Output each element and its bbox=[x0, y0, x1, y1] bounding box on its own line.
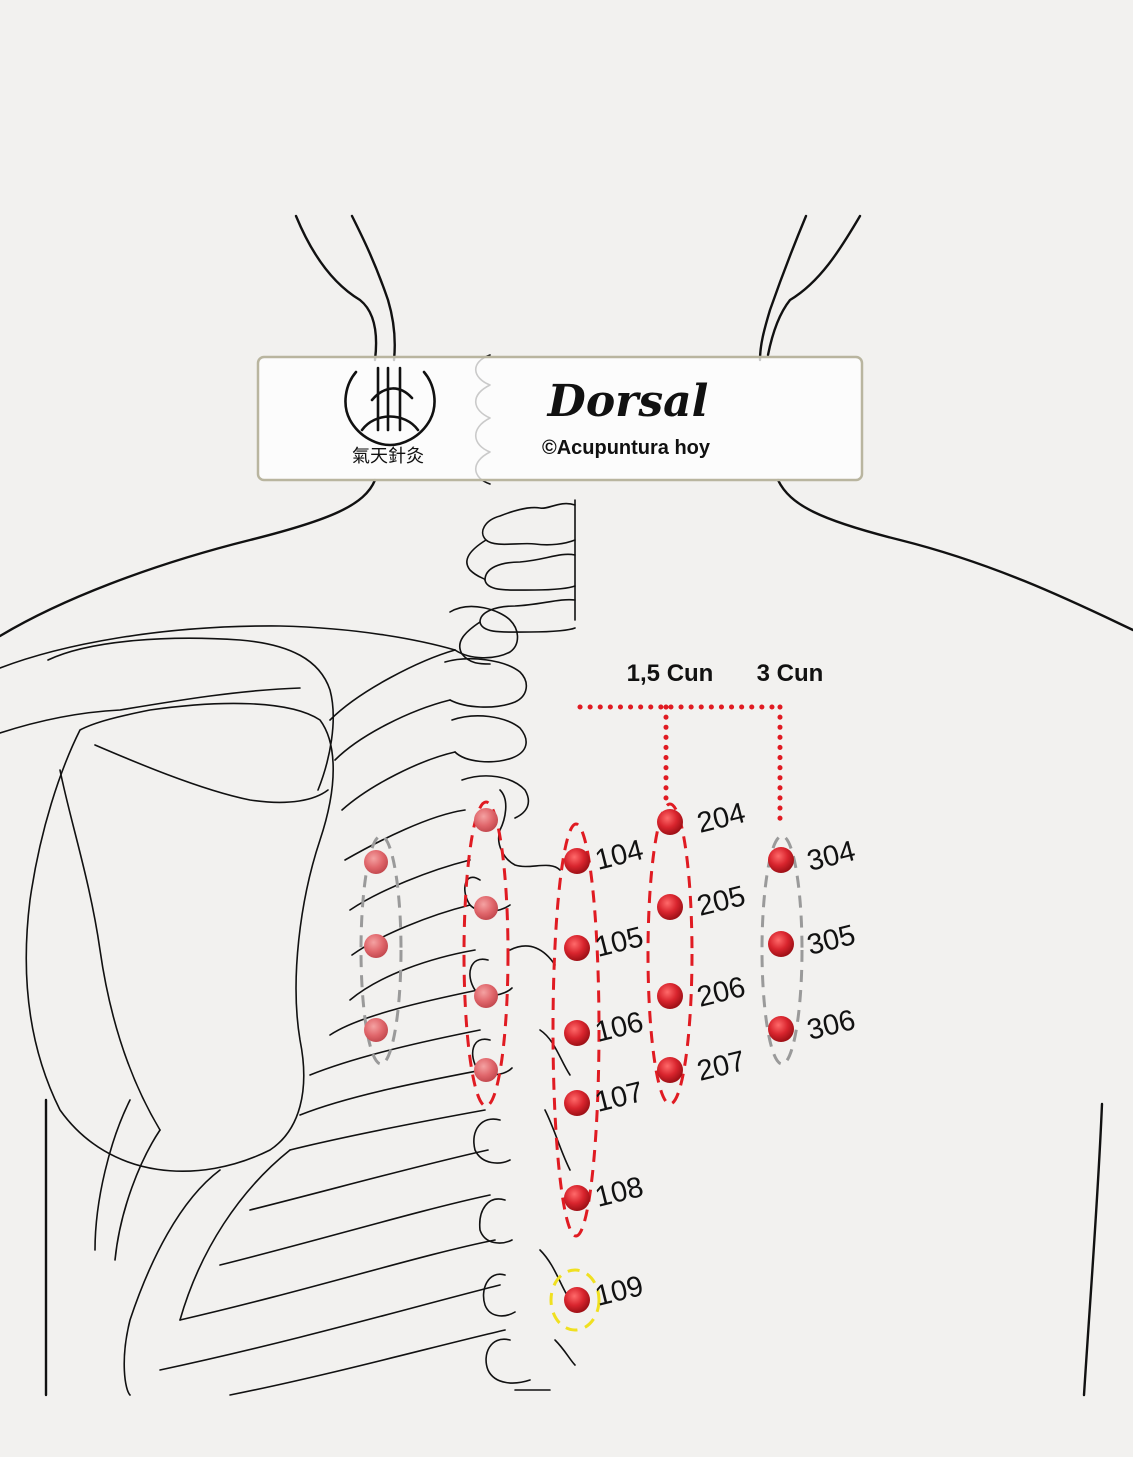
measure-label-1-5-cun: 1,5 Cun bbox=[627, 660, 714, 687]
guide-ellipse-gray-mirror bbox=[359, 834, 403, 1066]
mirror-point bbox=[474, 984, 498, 1008]
mirror-point bbox=[474, 808, 498, 832]
skeleton bbox=[0, 354, 576, 1396]
acupoint-marker[interactable] bbox=[564, 1020, 590, 1046]
guide-ellipse-gray-300 bbox=[760, 834, 804, 1066]
acupoint-marker[interactable] bbox=[564, 1287, 590, 1313]
guide-ellipse-red-mirror bbox=[462, 800, 510, 1108]
acupoint-marker[interactable] bbox=[657, 1057, 683, 1083]
guide-ellipse-red-200 bbox=[646, 802, 694, 1106]
mirror-point bbox=[364, 1018, 388, 1042]
logo-caption: 氣天針灸 bbox=[352, 446, 424, 467]
guide-ellipses bbox=[359, 800, 804, 1332]
body-outline bbox=[0, 214, 1133, 1397]
acupuncture-logo-icon bbox=[344, 366, 436, 447]
acupoint-marker[interactable] bbox=[657, 894, 683, 920]
page-title: Dorsal bbox=[546, 376, 709, 427]
header-box: 氣天針灸 Dorsal ©Acupuntura hoy bbox=[256, 355, 864, 482]
acupoint-marker[interactable] bbox=[564, 1185, 590, 1211]
acupoint-marker[interactable] bbox=[564, 848, 590, 874]
acupoint-marker[interactable] bbox=[768, 931, 794, 957]
copyright: ©Acupuntura hoy bbox=[542, 437, 711, 459]
mirror-point bbox=[474, 1058, 498, 1082]
acupoint-marker[interactable] bbox=[564, 1090, 590, 1116]
mirror-point bbox=[364, 934, 388, 958]
acupoint-306[interactable]: 306 bbox=[768, 1004, 859, 1047]
mirror-point bbox=[474, 896, 498, 920]
measure-label-3-cun: 3 Cun bbox=[757, 660, 824, 687]
measure-lines bbox=[577, 704, 783, 825]
guide-ellipse-red-100 bbox=[551, 822, 601, 1238]
acupoint-marker[interactable] bbox=[768, 847, 794, 873]
acupoint-marker[interactable] bbox=[657, 809, 683, 835]
acupoint-marker[interactable] bbox=[768, 1016, 794, 1042]
acupoint-marker[interactable] bbox=[657, 983, 683, 1009]
mirror-points bbox=[364, 808, 498, 1082]
mirror-point bbox=[364, 850, 388, 874]
guide-ellipse-yellow-109 bbox=[549, 1268, 601, 1332]
acupoint-marker[interactable] bbox=[564, 935, 590, 961]
